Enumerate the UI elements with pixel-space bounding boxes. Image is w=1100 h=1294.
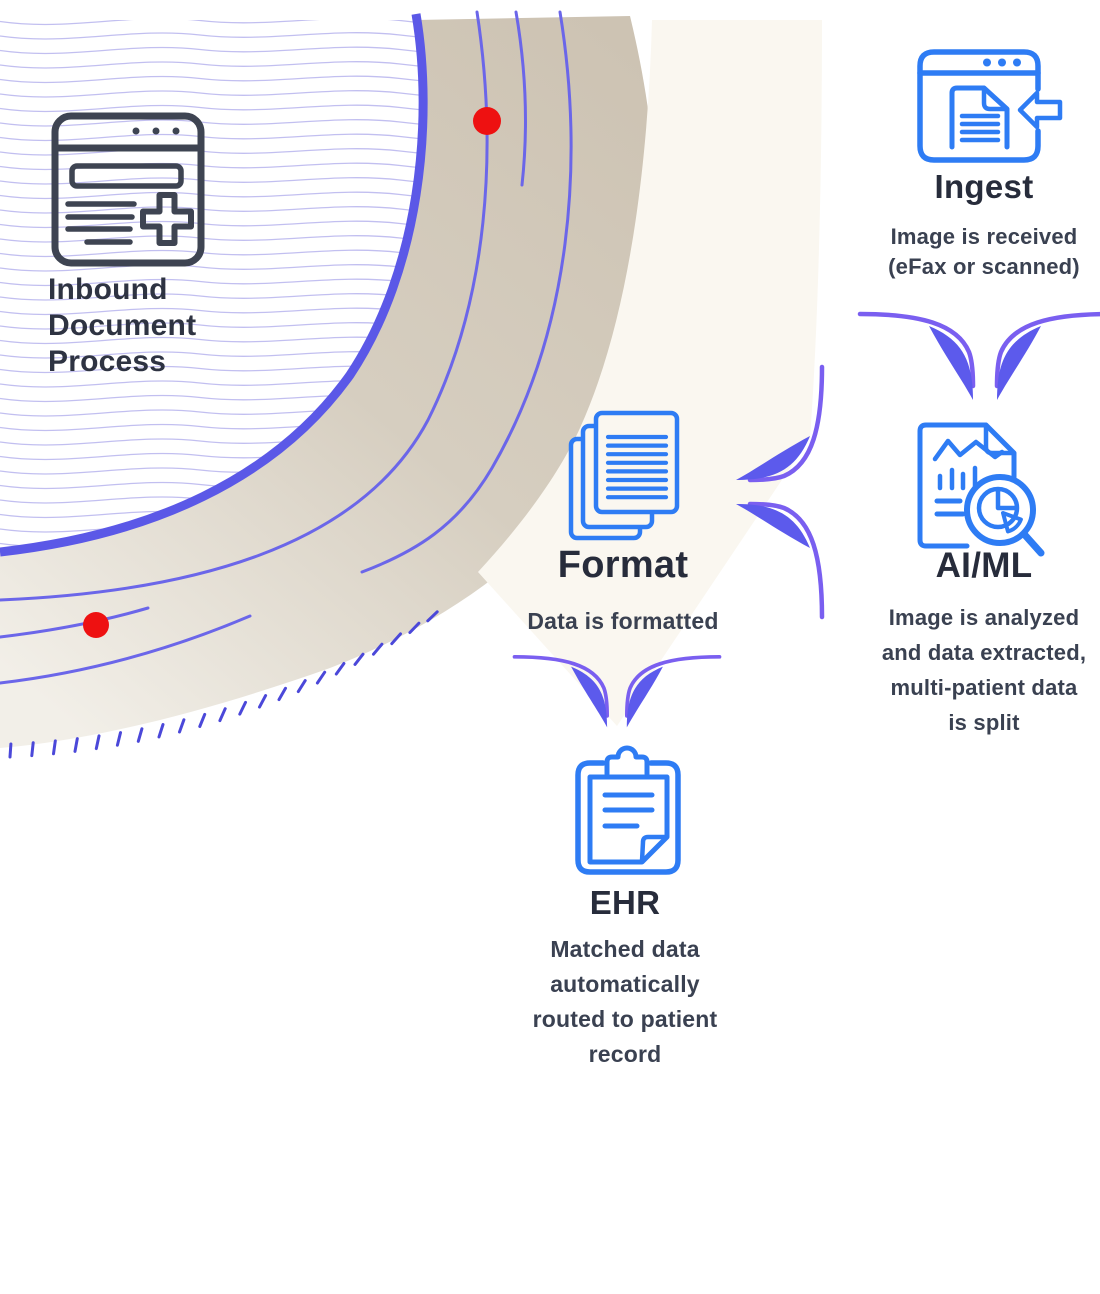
magnifier-icon: [964, 474, 1036, 546]
contour-field: [0, 20, 424, 552]
flow-arrow-ingest-to-aiml-icon: [860, 314, 1100, 400]
heading-line: Inbound: [48, 273, 168, 306]
orbit-arc-main: [0, 13, 428, 557]
inbound-document-icon: [51, 112, 205, 267]
tick-arc: [8, 610, 439, 759]
subtitle-line: and data extracted,: [881, 640, 1087, 665]
format-subtitle: Data is formatted: [483, 606, 763, 636]
format-title: Format: [557, 544, 689, 586]
subtitle-line: record: [588, 1041, 662, 1067]
subtitle-line: routed to patient: [532, 1006, 718, 1032]
inbound-arrow-icon: [1017, 90, 1063, 130]
aiml-subtitle: Image is analyzed and data extracted, mu…: [844, 600, 1100, 740]
subtitle-line: Matched data: [550, 936, 700, 962]
subtitle-line: automatically: [550, 971, 700, 997]
red-dot-top: [473, 107, 501, 135]
ehr-title: EHR: [589, 884, 661, 921]
subtitle-line: Data is formatted: [527, 608, 719, 634]
cream-banner: [478, 20, 822, 726]
heading-line: Process: [48, 345, 167, 378]
ehr-icon: [575, 745, 681, 875]
subtitle-line: is split: [948, 710, 1020, 735]
ingest-subtitle: Image is received (eFax or scanned): [844, 222, 1100, 282]
ingest-title: Ingest: [934, 168, 1034, 205]
format-icon: [568, 410, 680, 541]
red-marker-dots: [83, 107, 501, 638]
subtitle-line: Image is analyzed: [888, 605, 1080, 630]
aiml-icon: [917, 422, 1045, 557]
ehr-subtitle: Matched data automatically routed to pat…: [495, 932, 755, 1072]
subtitle-line: multi-patient data: [890, 675, 1078, 700]
subtitle-line: Image is received: [890, 224, 1078, 249]
ingest-icon: [917, 49, 1063, 163]
orbit-arcs-thin: [0, 10, 573, 685]
diagram-heading: Inbound Document Process: [48, 272, 328, 380]
heading-line: Document: [48, 309, 197, 342]
subtitle-line: (eFax or scanned): [888, 254, 1080, 279]
aiml-title: AI/ML: [935, 546, 1033, 585]
clipboard-clip-icon: [604, 745, 650, 777]
red-dot-left: [83, 612, 109, 638]
